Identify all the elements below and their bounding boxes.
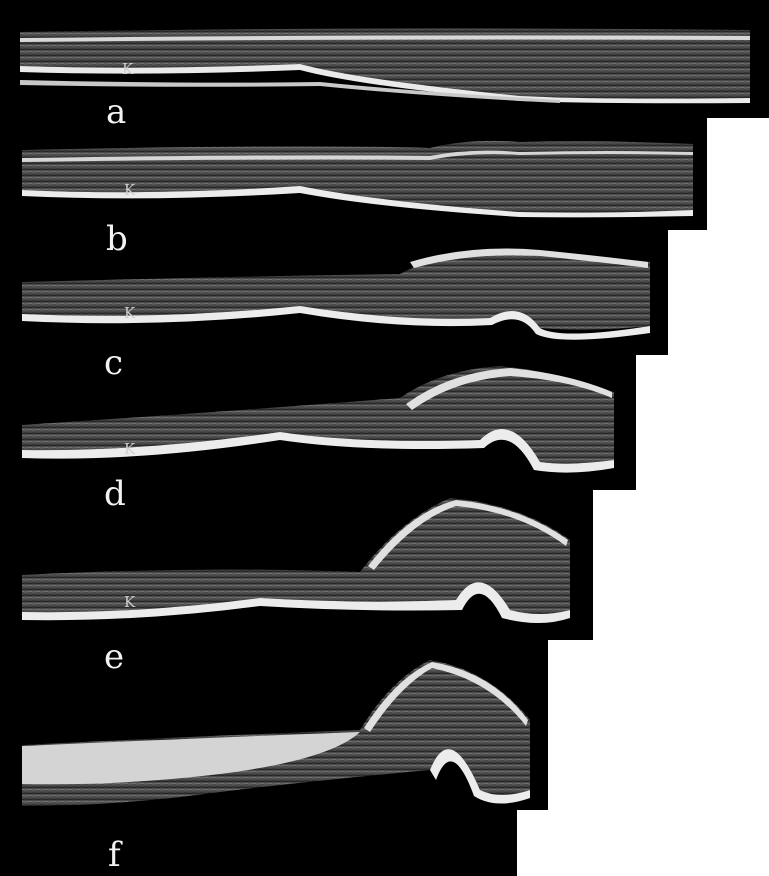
panel-e-label: e [104, 637, 124, 677]
panel-a-marker: K [122, 60, 134, 78]
panel-c-label: c [104, 343, 123, 383]
panel-d-label: d [104, 474, 126, 514]
panel-b-label: b [106, 219, 128, 259]
panel-b-marker: K [124, 181, 136, 199]
panel-a-label: a [106, 92, 126, 132]
panel-c-marker: K [124, 304, 136, 322]
panel-e-marker: K [124, 593, 136, 611]
panel-d-marker: K [124, 440, 136, 458]
